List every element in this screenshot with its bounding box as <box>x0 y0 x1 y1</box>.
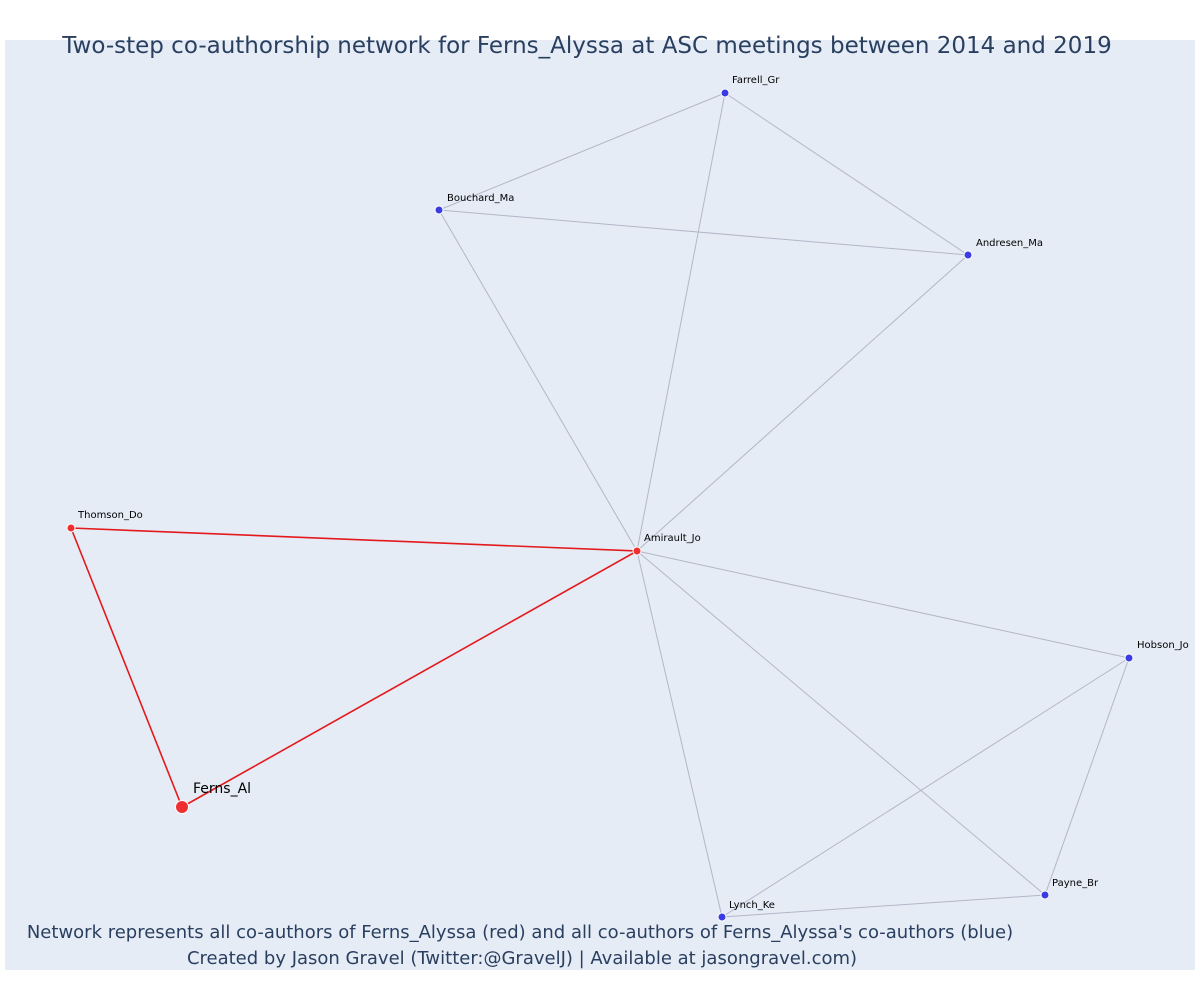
edge-thomson-amirault <box>70 527 638 552</box>
edge-bouchard-amirault <box>438 209 638 552</box>
edge-farrell-amirault <box>636 92 726 552</box>
chart-title: Two-step co-authorship network for Ferns… <box>61 33 1111 59</box>
node-amirault[interactable] <box>632 546 642 556</box>
caption-line-2: Created by Jason Gravel (Twitter:@Gravel… <box>187 948 857 969</box>
edge-bouchard-andresen <box>438 209 969 256</box>
edge-lynch-payne <box>721 894 1046 918</box>
plot-background <box>5 40 1195 970</box>
node-label-andresen: Andresen_Ma <box>976 238 1043 249</box>
node-label-amirault: Amirault_Jo <box>644 533 701 544</box>
node-label-payne: Payne_Br <box>1052 878 1099 889</box>
caption-line-1: Network represents all co-authors of Fer… <box>27 922 1013 943</box>
node-farrell[interactable] <box>720 88 730 98</box>
edge-farrell-bouchard <box>438 92 726 211</box>
node-bouchard[interactable] <box>434 205 444 215</box>
edge-hobson-lynch <box>721 657 1130 918</box>
edge-ferns-amirault <box>181 550 638 808</box>
edge-amirault-payne <box>636 550 1046 896</box>
edge-thomson-ferns <box>70 527 183 808</box>
node-label-ferns: Ferns_Al <box>193 781 251 797</box>
edge-hobson-payne <box>1044 657 1130 896</box>
edge-andresen-amirault <box>636 254 969 552</box>
edge-amirault-hobson <box>636 550 1130 659</box>
node-label-thomson: Thomson_Do <box>77 510 143 521</box>
node-payne[interactable] <box>1040 890 1050 900</box>
node-andresen[interactable] <box>963 250 973 260</box>
nodes-layer <box>66 88 1134 922</box>
node-ferns[interactable] <box>175 800 189 814</box>
node-hobson[interactable] <box>1124 653 1134 663</box>
edge-farrell-andresen <box>724 92 969 256</box>
edges-layer <box>70 92 1130 918</box>
node-lynch[interactable] <box>717 912 727 922</box>
node-label-bouchard: Bouchard_Ma <box>447 193 514 204</box>
node-thomson[interactable] <box>66 523 76 533</box>
edge-amirault-lynch <box>636 550 723 918</box>
node-label-farrell: Farrell_Gr <box>732 75 780 86</box>
node-label-lynch: Lynch_Ke <box>729 900 775 911</box>
node-label-hobson: Hobson_Jo <box>1137 640 1189 651</box>
